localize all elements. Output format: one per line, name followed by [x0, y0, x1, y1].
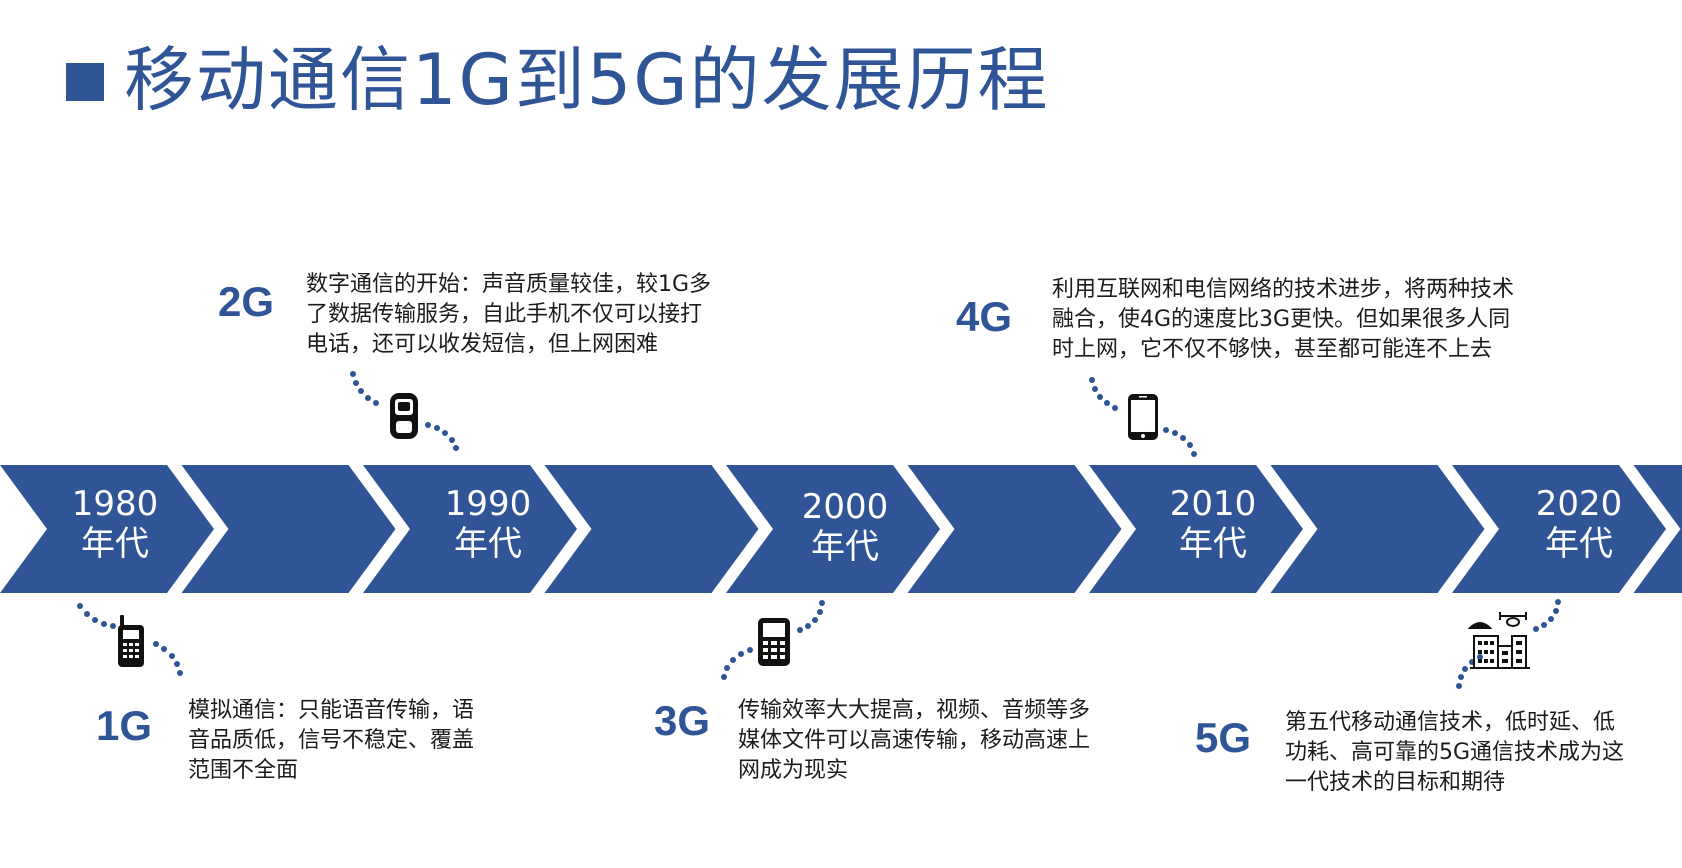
brick-phone-icon — [118, 615, 144, 667]
timeline-chevron — [1452, 465, 1666, 593]
title-row: 移动通信1G到5G的发展历程 — [66, 34, 1050, 121]
gen-desc-1g: 模拟通信：只能语音传输，语音品质低，信号不稳定、覆盖范围不全面 — [188, 698, 475, 783]
timeline-chevron — [726, 465, 940, 593]
timeline-chevron — [1089, 465, 1303, 593]
keypad-phone-icon — [758, 618, 790, 666]
timeline-chevron — [907, 465, 1122, 593]
gen-label-1g: 1G — [96, 702, 153, 749]
gen-label-4g: 4G — [956, 293, 1013, 340]
flip-phone-icon — [390, 393, 418, 439]
smartphone-icon — [1128, 394, 1158, 440]
dotted-connectors — [77, 371, 1561, 689]
timeline-chevron — [363, 465, 577, 593]
timeline-chevron — [181, 465, 396, 593]
smart-city-icon — [1467, 612, 1530, 669]
connector-4g — [1089, 377, 1197, 457]
gen-desc-5g: 第五代移动通信技术，低时延、低功耗、高可靠的5G通信技术成为这一代技术的目标和期… — [1285, 710, 1625, 795]
gen-desc-3g: 传输效率大大提高，视频、音频等多媒体文件可以高速传输，移动高速上网成为现实 — [738, 698, 1091, 783]
gen-label-3g: 3G — [654, 697, 711, 744]
connector-1g — [77, 603, 183, 676]
gen-label-5g: 5G — [1195, 714, 1252, 761]
page-title: 移动通信1G到5G的发展历程 — [124, 38, 1050, 121]
connector-3g — [721, 600, 825, 680]
gen-label-2g: 2G — [218, 278, 275, 325]
timeline-chevron — [544, 465, 759, 593]
timeline-chevron — [0, 465, 214, 593]
timeline-chevron — [1270, 465, 1485, 593]
title-bullet-square — [66, 63, 104, 101]
gen-desc-2g: 数字通信的开始：声音质量较佳，较1G多了数据传输服务，自此手机不仅可以接打电话，… — [306, 272, 712, 357]
connector-2g — [350, 371, 459, 451]
connector-5g — [1456, 599, 1561, 689]
gen-desc-4g: 利用互联网和电信网络的技术进步，将两种技术融合，使4G的速度比3G更快。但如果很… — [1052, 277, 1515, 362]
timeline-chevron — [1633, 465, 1682, 593]
